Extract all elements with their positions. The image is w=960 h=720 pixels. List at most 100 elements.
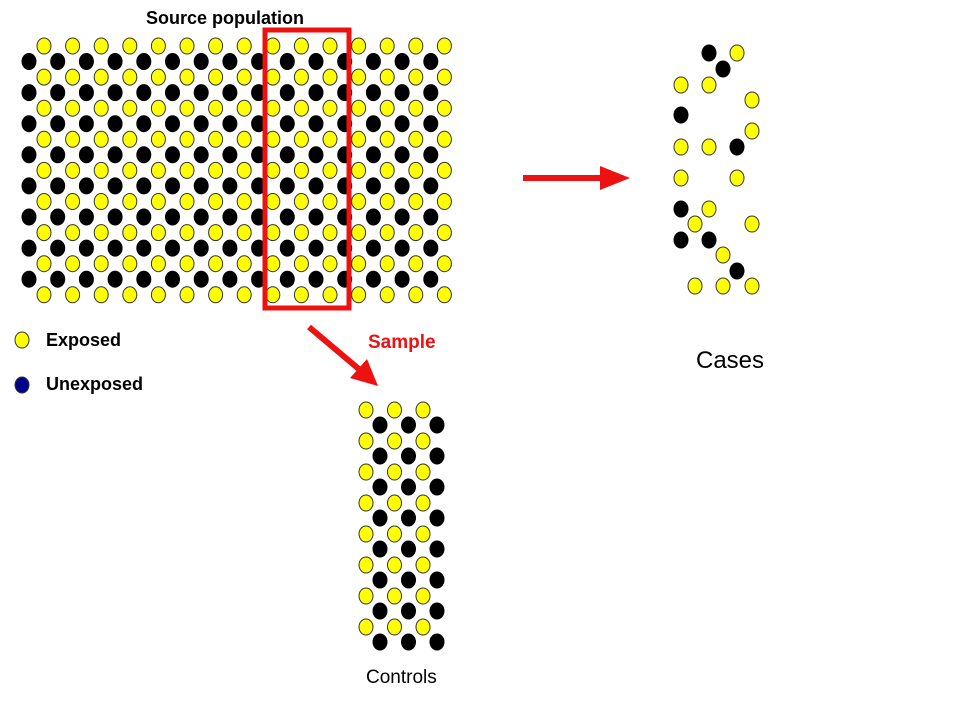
exposed-dot — [93, 224, 109, 242]
unexposed-dot — [365, 177, 381, 195]
exposed-dot — [208, 68, 224, 86]
exposed-dot — [293, 37, 309, 55]
exposed-dot — [36, 37, 52, 55]
exposed-dot — [351, 37, 367, 55]
unexposed-dot — [21, 53, 37, 70]
exposed-dot — [322, 37, 338, 55]
unexposed-dot — [222, 146, 238, 164]
unexposed-dot — [279, 177, 295, 195]
exposed-dot — [322, 286, 338, 304]
exposed-dot — [179, 68, 195, 86]
exposed-dot — [122, 99, 138, 117]
exposed-dot — [93, 255, 109, 273]
exposed-dot — [744, 91, 760, 109]
exposed-dot — [687, 215, 703, 233]
unexposed-dot — [50, 177, 66, 195]
exposed-dot — [379, 161, 395, 179]
exposed-dot — [265, 99, 281, 117]
exposed-dot — [179, 99, 195, 117]
unexposed-dot — [429, 478, 445, 496]
exposed-dot — [236, 193, 252, 210]
exposed-dot — [93, 68, 109, 86]
unexposed-dot — [50, 53, 66, 70]
exposed-dot — [436, 99, 452, 117]
exposed-dot — [351, 99, 367, 117]
unexposed-dot — [279, 53, 295, 70]
unexposed-dot — [308, 239, 324, 257]
unexposed-dot — [193, 146, 209, 164]
exposed-dot — [122, 37, 138, 55]
unexposed-dot — [365, 84, 381, 102]
unexposed-dot — [193, 177, 209, 195]
unexposed-dot — [21, 239, 37, 257]
exposed-dot — [36, 255, 52, 273]
unexposed-dot — [394, 270, 410, 288]
unexposed-dot — [394, 239, 410, 257]
exposed-dot — [293, 161, 309, 179]
exposed-dot — [150, 68, 166, 86]
exposed-dot — [358, 618, 374, 636]
unexposed-dot — [423, 177, 439, 195]
unexposed-dot — [308, 177, 324, 195]
exposed-dot — [436, 37, 452, 55]
unexposed-dot — [308, 208, 324, 226]
exposed-dot — [351, 224, 367, 242]
exposed-dot — [387, 556, 402, 574]
exposed-dot — [379, 224, 395, 242]
exposed-dot — [415, 525, 431, 543]
sample-label: Sample — [368, 332, 436, 353]
exposed-dot — [208, 37, 224, 55]
unexposed-dot — [107, 177, 123, 195]
unexposed-dot — [423, 239, 439, 257]
exposed-dot — [150, 286, 166, 304]
exposed-dot — [415, 432, 431, 450]
exposed-dot — [236, 255, 252, 273]
exposed-dot — [150, 224, 166, 242]
exposed-dot — [208, 224, 224, 242]
unexposed-dot — [308, 146, 324, 164]
exposed-dot — [93, 193, 109, 210]
unexposed-dot — [136, 146, 152, 164]
exposed-dot — [408, 255, 424, 273]
unexposed-dot — [21, 84, 37, 102]
exposed-dot — [687, 277, 703, 295]
unexposed-dot — [50, 115, 66, 133]
exposed-dot — [122, 193, 138, 210]
unexposed-dot — [429, 416, 445, 434]
exposed-dot — [265, 37, 281, 55]
exposed-dot — [93, 286, 109, 304]
exposed-dot — [358, 494, 374, 512]
exposed-dot — [150, 37, 166, 55]
exposed-dot — [415, 618, 431, 636]
unexposed-dot — [365, 208, 381, 226]
exposed-dot — [65, 37, 81, 55]
exposed-dot — [415, 494, 431, 512]
exposed-dot — [236, 68, 252, 86]
exposed-dot — [379, 255, 395, 273]
exposed-dot — [415, 401, 431, 419]
controls-label: Controls — [366, 667, 437, 688]
exposed-dot — [322, 130, 338, 148]
unexposed-dot — [136, 177, 152, 195]
unexposed-dot — [50, 239, 66, 257]
exposed-dot — [236, 130, 252, 148]
exposed-dot — [36, 286, 52, 304]
exposed-dot — [208, 255, 224, 273]
exposed-dot — [122, 161, 138, 179]
exposed-dot — [236, 37, 252, 55]
exposed-dot — [65, 193, 81, 210]
unexposed-dot — [193, 53, 209, 70]
unexposed-dot — [78, 239, 94, 257]
exposed-dot — [265, 286, 281, 304]
exposed-dot — [408, 286, 424, 304]
exposed-dot — [93, 37, 109, 55]
unexposed-dot — [401, 571, 416, 589]
exposed-dot — [436, 130, 452, 148]
unexposed-dot — [165, 146, 180, 164]
exposed-dot — [236, 99, 252, 117]
exposed-dot — [36, 130, 52, 148]
exposed-dot — [729, 44, 745, 62]
unexposed-dot — [78, 208, 94, 226]
cases-label: Cases — [696, 347, 765, 374]
unexposed-dot — [21, 270, 37, 288]
